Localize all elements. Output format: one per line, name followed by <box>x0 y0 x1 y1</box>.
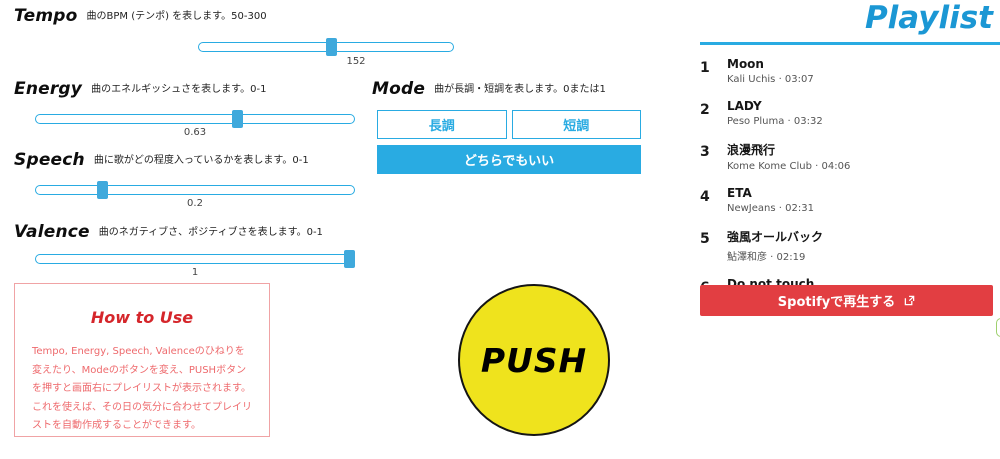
track-title: ETA <box>727 186 752 200</box>
speech-slider[interactable] <box>35 181 355 199</box>
playlist-track-row: 5 強風オールバック 鮎澤和彦 · 02:19 <box>700 228 993 263</box>
energy-slider-thumb[interactable] <box>231 110 243 128</box>
track-title: 浪漫飛行 <box>727 143 776 157</box>
speech-value: 0.2 <box>187 198 203 209</box>
mode-heading: Mode <box>372 79 426 99</box>
track-meta: Peso Pluma · 03:32 <box>727 116 823 127</box>
valence-heading: Valence <box>14 222 90 242</box>
valence-slider-track[interactable] <box>35 254 355 264</box>
valence-slider-thumb[interactable] <box>344 250 355 268</box>
playlist-track-row: 1 Moon Kali Uchis · 03:07 <box>700 57 993 85</box>
playlist-track-row: 2 LADY Peso Pluma · 03:32 <box>700 99 993 127</box>
track-meta: Kali Uchis · 03:07 <box>727 74 814 85</box>
mode-button-row: 長調 短調 <box>377 110 641 139</box>
how-to-use-body: Tempo, Energy, Speech, Valenceのひねりを変えたり、… <box>32 346 252 431</box>
track-title: Moon <box>727 57 764 71</box>
valence-section-header: Valence 曲のネガティブさ、ポジティブさを表します。0-1 <box>14 222 323 242</box>
push-button[interactable]: PUSH <box>458 284 610 436</box>
energy-section-header: Energy 曲のエネルギッシュさを表します。0-1 <box>14 79 266 99</box>
track-meta: Kome Kome Club · 04:06 <box>727 161 851 172</box>
track-title: 強風オールバック <box>727 230 824 244</box>
track-meta: NewJeans · 02:31 <box>727 203 814 214</box>
energy-heading: Energy <box>14 79 83 99</box>
tempo-slider[interactable] <box>198 38 454 56</box>
tempo-description: 曲のBPM (テンポ) を表します。50-300 <box>86 11 267 22</box>
valence-slider[interactable] <box>35 250 355 268</box>
spotify-play-button[interactable]: Spotifyで再生する <box>700 285 993 316</box>
energy-slider-track[interactable] <box>35 114 355 124</box>
speech-heading: Speech <box>14 150 85 170</box>
tempo-heading: Tempo <box>14 6 78 26</box>
speech-slider-thumb[interactable] <box>97 181 109 199</box>
tempo-slider-thumb[interactable] <box>326 38 338 56</box>
spotify-play-label: Spotifyで再生する <box>777 295 896 310</box>
track-number: 1 <box>700 60 710 76</box>
playlist-track-row: 3 浪漫飛行 Kome Kome Club · 04:06 <box>700 141 993 172</box>
mode-minor-button[interactable]: 短調 <box>511 110 641 139</box>
valence-value: 1 <box>191 267 199 278</box>
track-number: 5 <box>700 231 710 247</box>
how-to-use-box: How to Use Tempo, Energy, Speech, Valenc… <box>14 283 270 437</box>
track-meta: 鮎澤和彦 · 02:19 <box>727 252 806 263</box>
speech-slider-track[interactable] <box>35 185 355 195</box>
track-number: 4 <box>700 189 710 205</box>
valence-description: 曲のネガティブさ、ポジティブさを表します。0-1 <box>98 227 323 238</box>
external-link-icon <box>904 295 915 306</box>
energy-description: 曲のエネルギッシュさを表します。0-1 <box>91 84 267 95</box>
track-title: LADY <box>727 99 762 113</box>
mode-section-header: Mode 曲が長調・短調を表します。0または1 <box>372 79 606 99</box>
energy-slider[interactable] <box>35 110 355 128</box>
playlist-track-row: 4 ETA NewJeans · 02:31 <box>700 186 993 214</box>
playlist-divider <box>700 42 1000 45</box>
mode-either-button[interactable]: どちらでもいい <box>377 145 641 174</box>
mode-major-button[interactable]: 長調 <box>377 110 507 139</box>
speech-description: 曲に歌がどの程度入っているかを表します。0-1 <box>93 155 309 166</box>
energy-value: 0.63 <box>183 127 207 138</box>
playlist-title: Playlist <box>864 0 993 36</box>
how-to-use-title: How to Use <box>90 308 194 327</box>
tempo-value: 152 <box>346 56 366 67</box>
clipped-green-button[interactable] <box>996 318 1000 337</box>
track-number: 2 <box>700 102 710 118</box>
playlist-list: 1 Moon Kali Uchis · 03:07 2 LADY Peso Pl… <box>700 57 993 319</box>
tempo-section-header: Tempo 曲のBPM (テンポ) を表します。50-300 <box>14 6 267 26</box>
speech-section-header: Speech 曲に歌がどの程度入っているかを表します。0-1 <box>14 150 309 170</box>
mode-description: 曲が長調・短調を表します。0または1 <box>434 84 606 95</box>
tempo-slider-track[interactable] <box>198 42 454 52</box>
track-number: 3 <box>700 144 710 160</box>
